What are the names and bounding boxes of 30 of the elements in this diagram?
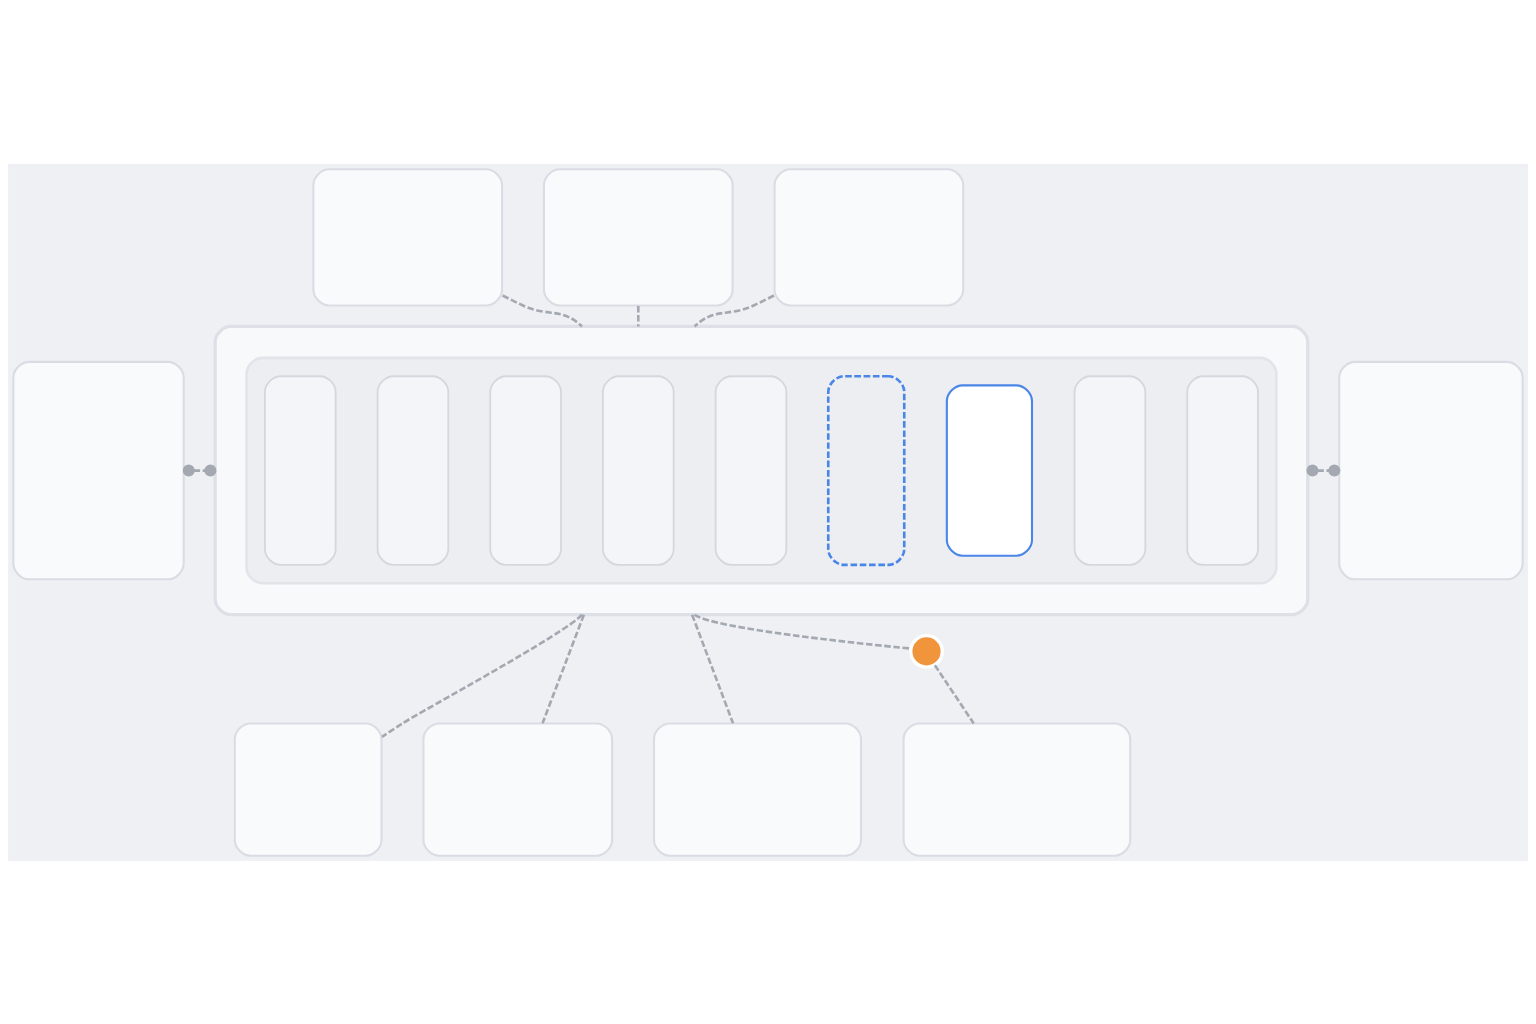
connector [690, 613, 735, 724]
connector [502, 293, 583, 327]
connector [381, 613, 583, 738]
node-circle [909, 633, 944, 669]
node-box [1338, 360, 1524, 580]
node-box [376, 374, 450, 566]
node-box [902, 721, 1132, 857]
node-box [826, 374, 906, 566]
node-box [1186, 374, 1259, 566]
connector [694, 613, 911, 650]
node-box [233, 721, 383, 857]
node-box [773, 167, 965, 307]
connector [1306, 464, 1341, 477]
node-box [542, 167, 734, 307]
node-box [489, 374, 562, 566]
connector [637, 305, 640, 326]
node-box [602, 374, 675, 566]
node-box [12, 360, 185, 580]
connector [182, 464, 217, 477]
node-box [312, 167, 504, 307]
connector [541, 613, 586, 724]
connector [933, 663, 975, 724]
node-box [422, 721, 614, 857]
cluster [245, 356, 1278, 585]
node-box [1073, 374, 1147, 566]
node-box [652, 721, 863, 857]
node-box [945, 383, 1034, 557]
node-box [714, 374, 788, 566]
connector [693, 293, 775, 327]
node-box [264, 374, 337, 566]
